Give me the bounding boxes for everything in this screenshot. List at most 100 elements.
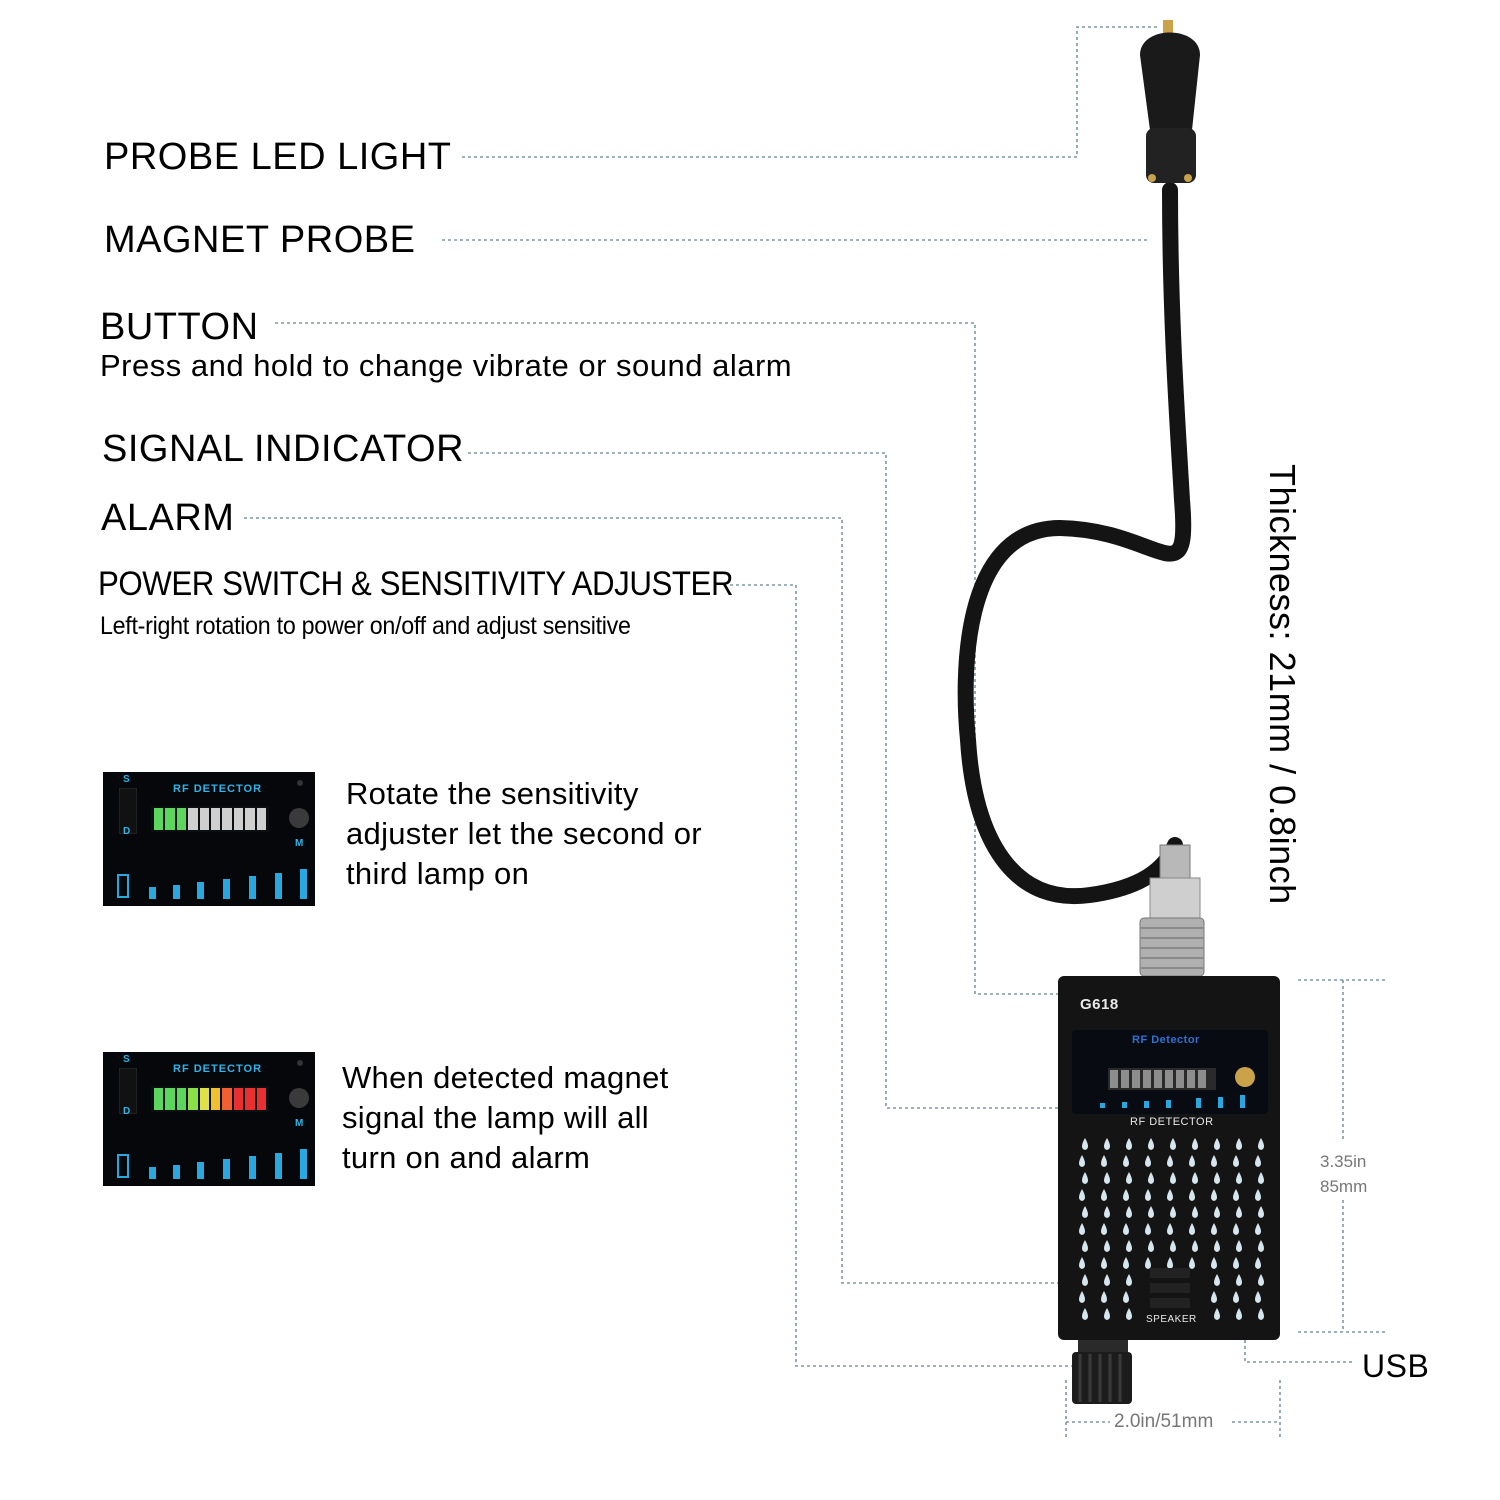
droplet-pattern: [1258, 1240, 1264, 1252]
droplet-pattern: [1167, 1257, 1173, 1269]
device-model: G618: [1080, 996, 1119, 1013]
width-label: 2.0in/51mm: [1114, 1411, 1214, 1432]
lamp-3: [176, 808, 187, 830]
droplet-pattern: [1126, 1308, 1132, 1320]
lamp-9: [245, 808, 255, 830]
droplet-pattern: [1148, 1240, 1154, 1252]
droplet-pattern: [1233, 1223, 1239, 1235]
droplet-pattern: [1148, 1172, 1154, 1184]
droplet-pattern: [1082, 1138, 1088, 1150]
lamp-bar: [151, 1086, 269, 1112]
droplet-pattern: [1123, 1155, 1129, 1167]
droplet-pattern: [1170, 1240, 1176, 1252]
lamp-10: [256, 1088, 267, 1110]
droplet-pattern: [1079, 1223, 1085, 1235]
d-label: D: [123, 826, 131, 837]
droplet-pattern: [1258, 1274, 1264, 1286]
droplet-pattern: [1082, 1308, 1088, 1320]
droplet-pattern: [1101, 1257, 1107, 1269]
signal-indicator-label: SIGNAL INDICATOR: [102, 428, 465, 470]
lamp-2: [165, 808, 175, 830]
droplet-pattern: [1189, 1155, 1195, 1167]
indicator-panel-full: S D RF DETECTOR M: [103, 1052, 315, 1186]
droplet-pattern: [1123, 1257, 1129, 1269]
droplet-pattern: [1148, 1206, 1154, 1218]
lamp-7: [222, 808, 232, 830]
droplet-pattern: [1214, 1206, 1220, 1218]
thickness-label: Thickness: 21mm / 0.8inch: [1262, 464, 1303, 905]
droplet-pattern: [1079, 1189, 1085, 1201]
droplet-pattern: [1148, 1138, 1154, 1150]
droplet-pattern: [1126, 1274, 1132, 1286]
droplet-pattern: [1170, 1172, 1176, 1184]
droplet-pattern: [1211, 1223, 1217, 1235]
led-dot: [297, 780, 303, 786]
droplet-pattern: [1123, 1291, 1129, 1303]
droplet-pattern: [1082, 1206, 1088, 1218]
droplet-pattern: [1079, 1257, 1085, 1269]
m-label: M: [295, 1118, 304, 1129]
droplet-pattern: [1145, 1257, 1151, 1269]
droplet-pattern: [1079, 1291, 1085, 1303]
droplet-pattern: [1214, 1240, 1220, 1252]
lamp-8: [233, 1088, 244, 1110]
droplet-pattern: [1189, 1223, 1195, 1235]
droplet-pattern: [1126, 1240, 1132, 1252]
droplet-pattern: [1170, 1206, 1176, 1218]
droplet-pattern: [1255, 1257, 1261, 1269]
battery-icon: [117, 1154, 129, 1178]
mode-switch: [119, 1068, 137, 1114]
knob-icon: [289, 808, 309, 828]
battery-icon: [117, 874, 129, 898]
lamp-4: [188, 808, 198, 830]
s-label: S: [123, 1054, 130, 1065]
droplet-pattern: [1214, 1274, 1220, 1286]
power-switch-label: POWER SWITCH & SENSITIVITY ADJUSTER: [98, 565, 734, 603]
droplet-pattern: [1214, 1172, 1220, 1184]
droplet-pattern: [1214, 1308, 1220, 1320]
droplet-pattern: [1082, 1240, 1088, 1252]
lamp-5: [199, 808, 210, 830]
power-switch-description: Left-right rotation to power on/off and …: [100, 612, 631, 640]
instruction-text-1: Rotate the sensitivity adjuster let the …: [346, 776, 702, 891]
lamp-bar: [151, 806, 269, 832]
lamp-2: [165, 1088, 175, 1110]
droplet-pattern: [1167, 1223, 1173, 1235]
probe-led-light-label: PROBE LED LIGHT: [104, 136, 452, 178]
droplet-pattern: [1126, 1172, 1132, 1184]
droplet-pattern: [1104, 1308, 1110, 1320]
droplet-pattern: [1255, 1223, 1261, 1235]
lamp-6: [211, 1088, 221, 1110]
indicator-panel-low: S D RF DETECTOR M: [103, 772, 315, 906]
droplet-pattern: [1258, 1308, 1264, 1320]
droplet-pattern: [1145, 1189, 1151, 1201]
droplet-pattern: [1255, 1189, 1261, 1201]
droplet-pattern: [1233, 1189, 1239, 1201]
droplet-pattern: [1101, 1291, 1107, 1303]
droplet-pattern: [1101, 1155, 1107, 1167]
knob-icon: [289, 1088, 309, 1108]
probe-head-icon: [1140, 20, 1200, 183]
droplet-pattern: [1079, 1155, 1085, 1167]
droplet-pattern: [1211, 1189, 1217, 1201]
button-label: BUTTON: [100, 306, 259, 348]
droplet-pattern: [1123, 1189, 1129, 1201]
droplet-pattern: [1236, 1274, 1242, 1286]
lamp-8: [233, 808, 244, 830]
d-label: D: [123, 1106, 131, 1117]
lamp-1: [154, 1088, 164, 1110]
lamp-7: [222, 1088, 232, 1110]
droplet-pattern: [1145, 1155, 1151, 1167]
droplet-pattern: [1258, 1172, 1264, 1184]
rf-detector-label: RF DETECTOR: [173, 1063, 263, 1075]
lamp-4: [188, 1088, 198, 1110]
alarm-label: ALARM: [101, 497, 235, 539]
droplet-pattern: [1189, 1189, 1195, 1201]
lamp-5: [199, 1088, 210, 1110]
droplet-pattern: [1101, 1223, 1107, 1235]
instruction-text-2: When detected magnet signal the lamp wil…: [342, 1060, 669, 1175]
droplet-pattern: [1192, 1240, 1198, 1252]
droplet-pattern: [1236, 1172, 1242, 1184]
lamp-9: [245, 1088, 255, 1110]
